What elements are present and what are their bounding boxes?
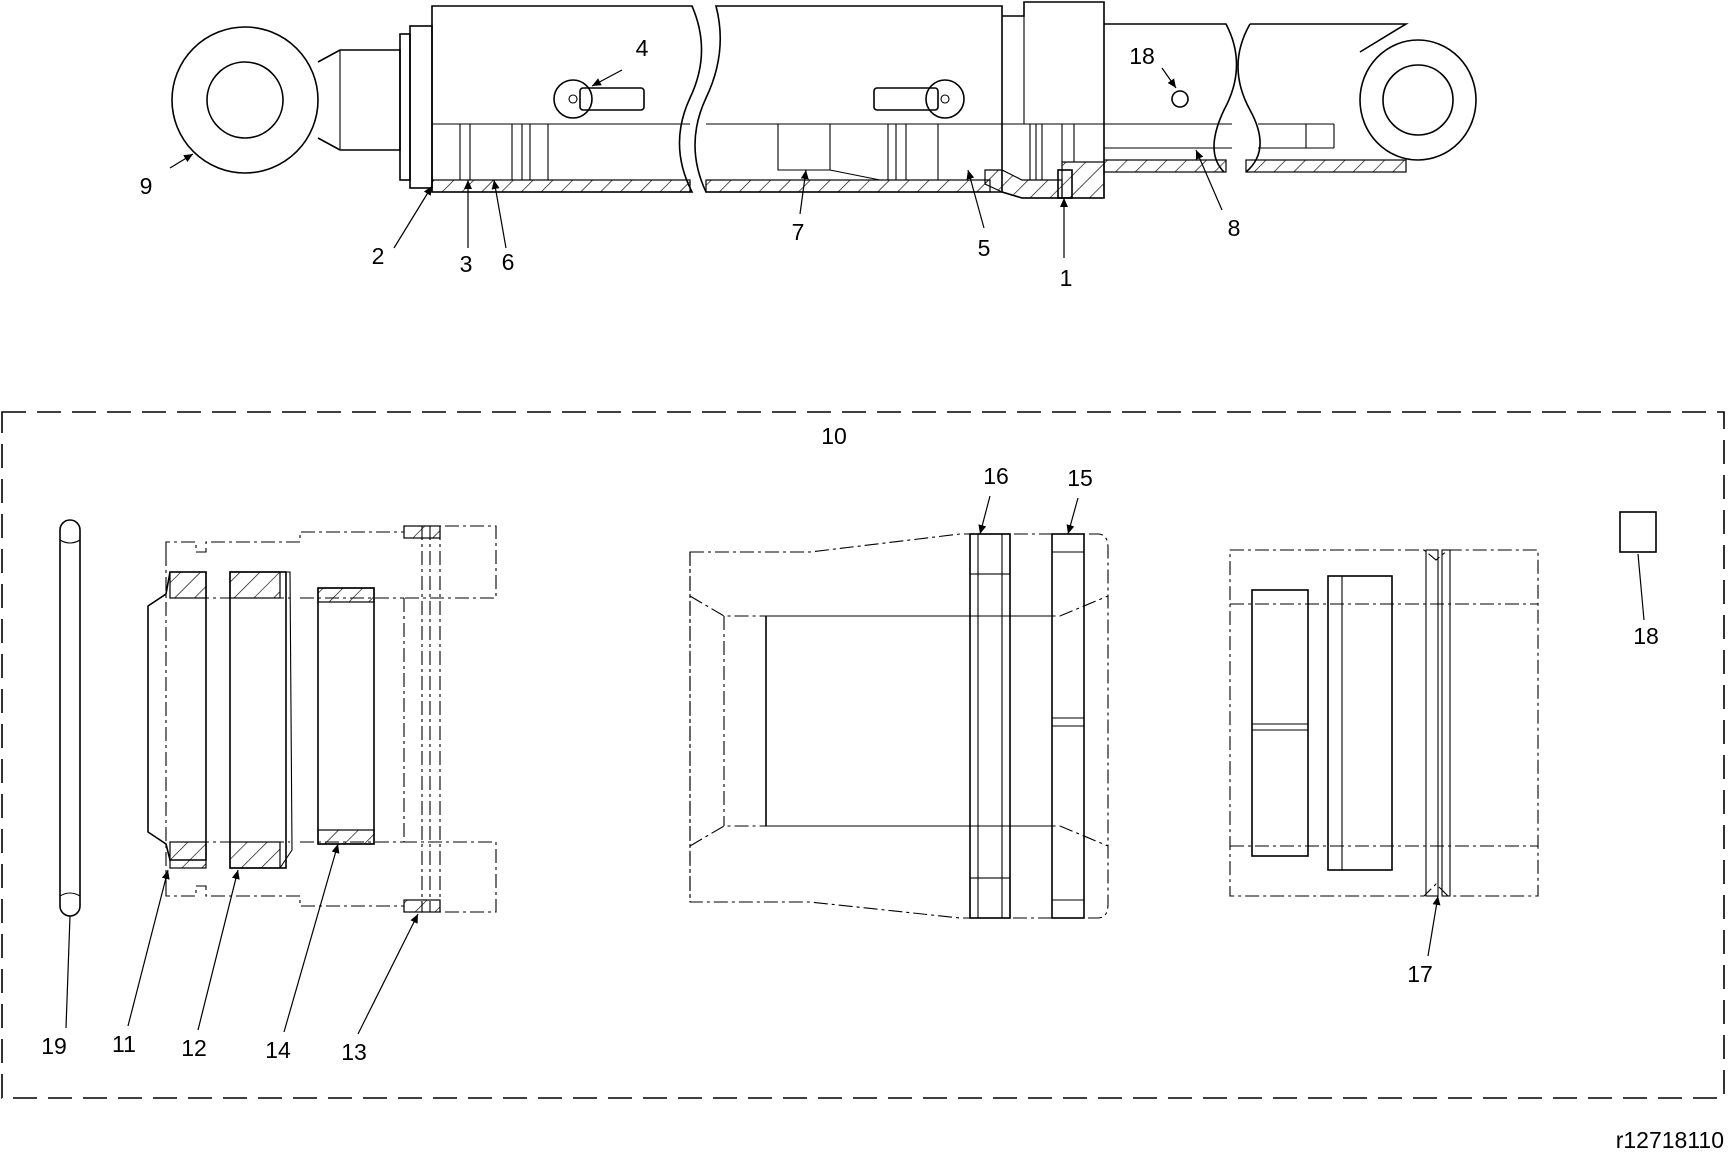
callout-2: 2: [372, 243, 385, 269]
barrel-left: [431, 5, 703, 193]
reference-code: r12718110: [1616, 1127, 1724, 1153]
callout-13: 13: [341, 1039, 367, 1065]
base-eye: [171, 26, 401, 174]
callout-11: 11: [112, 1031, 136, 1057]
callout-3: 3: [460, 251, 473, 277]
plug-18: [1619, 511, 1657, 553]
callout-4: 4: [636, 35, 649, 61]
callout-18-top: 18: [1129, 43, 1155, 69]
cylinder-head: [984, 1, 1105, 199]
callout-15: 15: [1067, 465, 1093, 491]
cylinder-assembly: [171, 1, 1477, 199]
bottom-leaders: [65, 495, 1645, 1035]
callout-18-kit: 18: [1633, 623, 1659, 649]
grease-fitting: [1171, 90, 1189, 108]
port-fitting-left: [553, 79, 645, 119]
callout-9: 9: [140, 173, 153, 199]
callout-16: 16: [983, 463, 1009, 489]
callout-6: 6: [502, 249, 515, 275]
callout-17: 17: [1407, 961, 1433, 987]
gland-seal-group: [147, 525, 497, 913]
callout-19: 19: [41, 1033, 67, 1059]
rod-eye: [1359, 39, 1477, 161]
o-ring-19: [59, 519, 81, 917]
callout-10: 10: [821, 423, 847, 449]
barrel-middle: [694, 5, 1003, 193]
piston-rod: [1103, 23, 1409, 173]
callout-8: 8: [1228, 215, 1241, 241]
piston-group: [689, 533, 1109, 919]
callout-12: 12: [181, 1035, 207, 1061]
seal-kit-boundary: [1, 411, 1725, 1099]
piston-seal-group: [1229, 549, 1539, 897]
callout-1: 1: [1060, 265, 1073, 291]
top-leaders: [169, 67, 1223, 258]
callout-labels: 4 18 9 2 3 6 7 5 1 8 10 16 15 18 17 19 1…: [41, 35, 1659, 1065]
callout-5: 5: [978, 235, 991, 261]
port-fitting-right: [873, 79, 965, 119]
callout-14: 14: [265, 1037, 291, 1063]
gland-collar: [399, 25, 433, 189]
callout-7: 7: [792, 219, 805, 245]
